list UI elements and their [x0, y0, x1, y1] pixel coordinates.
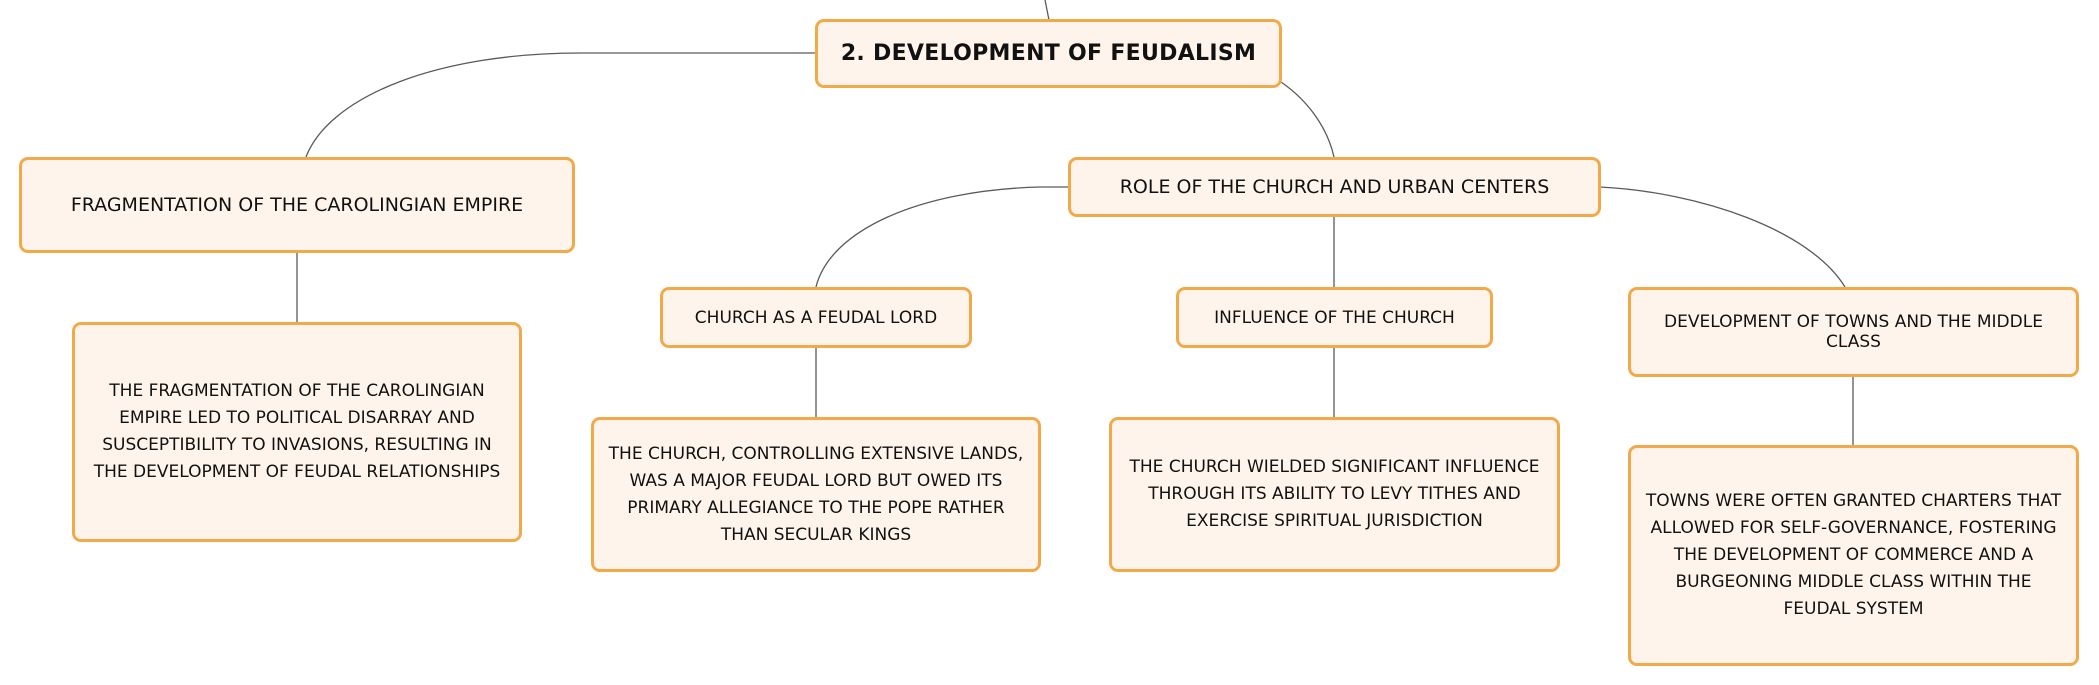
- node-role-of-church-and-urban-centers[interactable]: ROLE OF THE CHURCH AND URBAN CENTERS: [1068, 157, 1601, 217]
- root-node-development-of-feudalism[interactable]: 2. DEVELOPMENT OF FEUDALISM: [815, 19, 1282, 88]
- node-church-urban-label: ROLE OF THE CHURCH AND URBAN CENTERS: [1119, 176, 1550, 198]
- connector-root-to-fragmentation: [305, 52, 815, 158]
- node-towns-label: DEVELOPMENT OF TOWNS AND THE MIDDLE CLAS…: [1664, 312, 2043, 352]
- connector-parent-to-root: [1044, 0, 1050, 21]
- root-node-label: 2. DEVELOPMENT OF FEUDALISM: [840, 41, 1257, 66]
- node-church-as-feudal-lord[interactable]: CHURCH AS A FEUDAL LORD: [660, 287, 972, 348]
- node-influence-label: INFLUENCE OF THE CHURCH: [1214, 307, 1455, 328]
- node-development-of-towns-detail[interactable]: TOWNS WERE OFTEN GRANTED CHARTERS THAT A…: [1628, 445, 2079, 666]
- connector-church-urban-to-church-lord: [815, 186, 1068, 288]
- node-influence-of-the-church-detail[interactable]: THE CHURCH WIELDED SIGNIFICANT INFLUENCE…: [1109, 417, 1560, 572]
- connector-root-to-church-urban: [1280, 81, 1335, 158]
- node-church-lord-detail-text: THE CHURCH, CONTROLLING EXTENSIVE LANDS,…: [608, 443, 1024, 545]
- node-fragmentation-of-carolingian-empire[interactable]: FRAGMENTATION OF THE CAROLINGIAN EMPIRE: [19, 157, 575, 253]
- node-influence-detail-text: THE CHURCH WIELDED SIGNIFICANT INFLUENCE…: [1129, 457, 1540, 531]
- node-development-of-towns-and-middle-class[interactable]: DEVELOPMENT OF TOWNS AND THE MIDDLE CLAS…: [1628, 287, 2079, 377]
- connector-church-urban-to-towns: [1599, 186, 1846, 288]
- node-fragmentation-label: FRAGMENTATION OF THE CAROLINGIAN EMPIRE: [70, 194, 524, 216]
- node-influence-of-the-church[interactable]: INFLUENCE OF THE CHURCH: [1176, 287, 1493, 348]
- node-towns-detail-text: TOWNS WERE OFTEN GRANTED CHARTERS THAT A…: [1645, 491, 2062, 619]
- node-fragmentation-detail[interactable]: THE FRAGMENTATION OF THE CAROLINGIAN EMP…: [72, 322, 522, 542]
- node-church-as-feudal-lord-detail[interactable]: THE CHURCH, CONTROLLING EXTENSIVE LANDS,…: [591, 417, 1041, 572]
- node-church-lord-label: CHURCH AS A FEUDAL LORD: [694, 307, 938, 328]
- node-fragmentation-detail-text: THE FRAGMENTATION OF THE CAROLINGIAN EMP…: [93, 381, 501, 482]
